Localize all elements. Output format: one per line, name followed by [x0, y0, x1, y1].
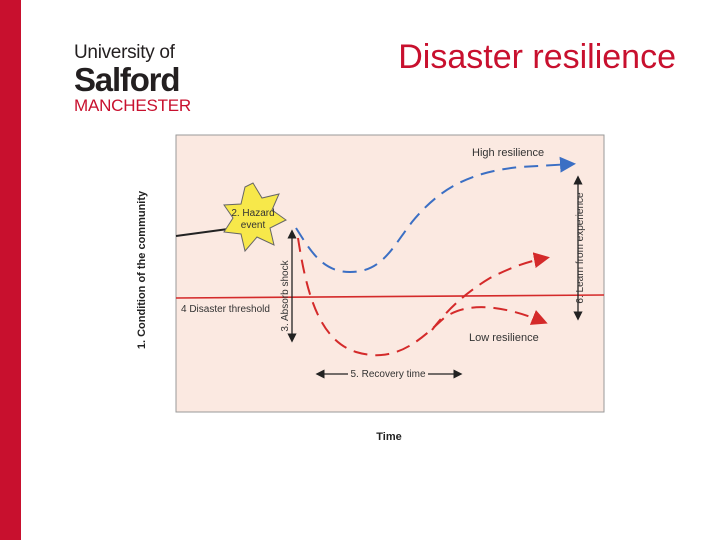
logo-manchester: MANCHESTER	[74, 96, 192, 115]
high-resilience-label: High resilience	[472, 147, 544, 159]
hazard-label-2: event	[241, 220, 266, 231]
hazard-label-1: 2. Hazard	[231, 208, 274, 219]
y-axis-label: 1. Condition of the community	[136, 190, 148, 349]
threshold-line	[175, 294, 605, 299]
hazard-star-icon	[223, 182, 287, 253]
high-resilience-curve	[295, 156, 576, 274]
logo-salford: Salford	[74, 61, 180, 98]
learn-label: 6. Learn from experience	[575, 192, 586, 304]
absorb-shock-label: 3. Absorb shock	[280, 259, 291, 331]
recovery-branch-curve	[431, 252, 550, 331]
pre-hazard-line	[175, 228, 229, 237]
university-logo: University of Salford MANCHESTER	[74, 42, 192, 116]
side-accent-bar	[0, 0, 21, 540]
x-axis-label: Time	[376, 431, 401, 443]
diagram-panel	[175, 134, 605, 413]
slide-title: Disaster resilience	[398, 38, 676, 76]
recovery-label-bg	[348, 367, 428, 379]
recovery-time-label: 5. Recovery time	[350, 369, 425, 380]
threshold-label: 4 Disaster threshold	[181, 304, 270, 315]
logo-university-of: University of	[74, 42, 175, 63]
low-resilience-curve	[297, 237, 548, 357]
low-resilience-label: Low resilience	[469, 332, 539, 344]
